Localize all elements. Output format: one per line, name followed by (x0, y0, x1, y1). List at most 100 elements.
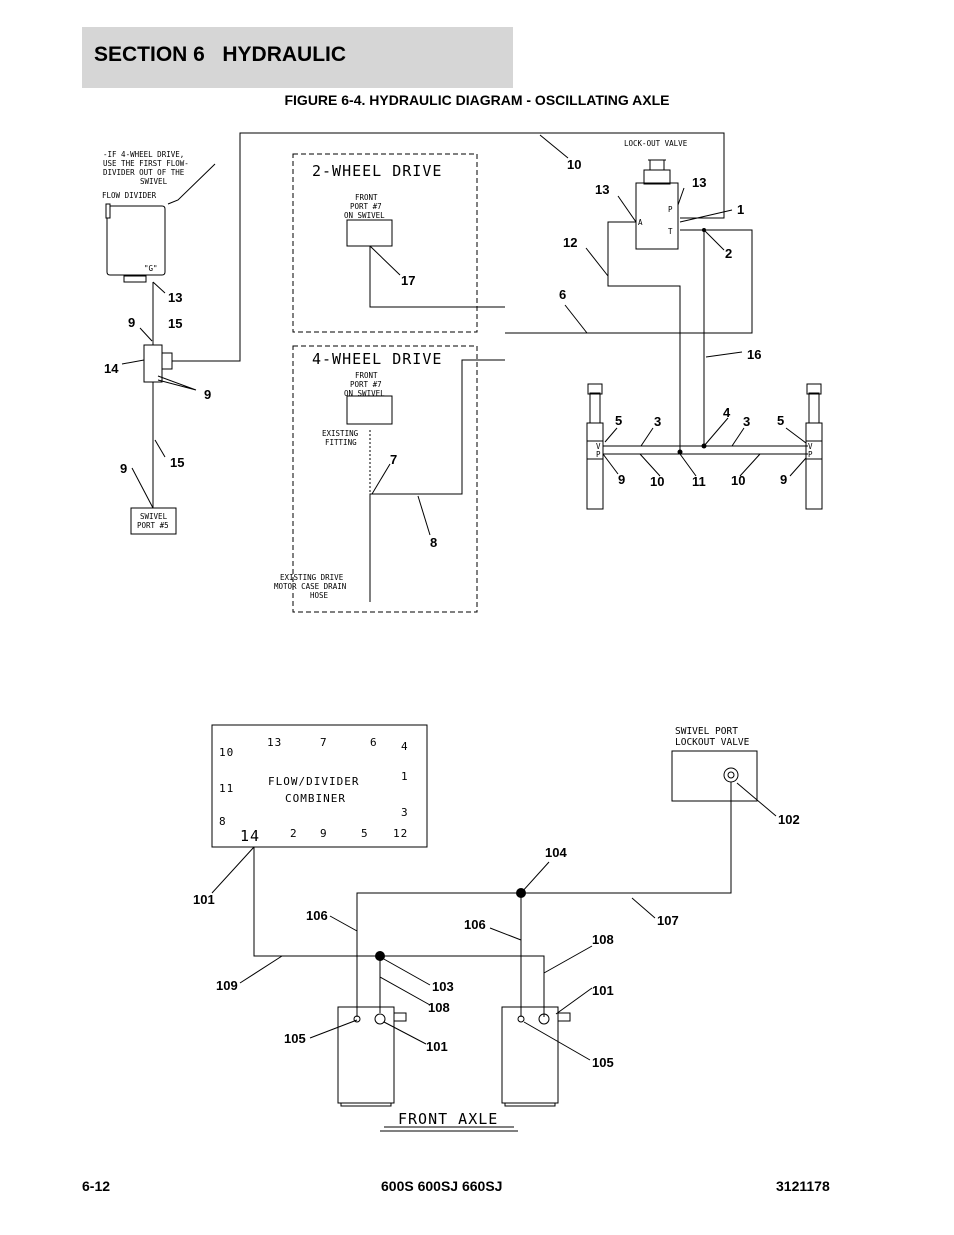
four-wheel-title: 4-WHEEL DRIVE (312, 350, 442, 368)
callout: 3 (743, 414, 750, 429)
combiner-port: 7 (320, 736, 328, 749)
callout: 5 (777, 413, 784, 428)
valve-port-a: A (638, 218, 643, 227)
hose-12 (607, 221, 681, 452)
flow-divider-tab (105, 203, 111, 219)
callout: 15 (170, 455, 184, 470)
callout: 17 (401, 273, 415, 288)
callout: 10 (731, 473, 745, 488)
hose-6 (505, 229, 753, 334)
two-wheel-box (292, 153, 478, 333)
combiner-title-1: FLOW/DIVIDER (268, 775, 359, 788)
note-leader (167, 163, 216, 205)
callout: 5 (615, 413, 622, 428)
callout: 109 (216, 978, 238, 993)
callout: 6 (559, 287, 566, 302)
lockout-valve-cap (643, 169, 671, 185)
drain-line-1: EXISTING DRIVE (280, 573, 344, 582)
hose-17 (369, 246, 505, 308)
four-wheel-port-3: ON SWIVEL (344, 389, 385, 398)
swivel-port-5-line-1: SWIVEL (140, 512, 168, 521)
four-wheel-box (292, 345, 478, 613)
left-cyl-port-v: V (596, 442, 601, 451)
page-number: 6-12 (82, 1178, 111, 1194)
swivel-lockout-line-2: LOCKOUT VALVE (675, 737, 750, 748)
lockout-valve-label: LOCK-OUT VALVE (624, 139, 688, 148)
callout: 9 (780, 472, 787, 487)
figure-caption: HYDRAULIC DIAGRAM - OSCILLATING AXLE (369, 92, 670, 108)
callout: 9 (618, 472, 625, 487)
hose-106-left (356, 892, 521, 1017)
flow-divider-label: FLOW DIVIDER (102, 191, 157, 200)
callout: 8 (430, 535, 437, 550)
section-title: SECTION 6 HYDRAULIC (94, 43, 347, 66)
callout: 1 (737, 202, 744, 217)
valve-port-p: P (668, 205, 673, 214)
combiner-port: 6 (370, 736, 378, 749)
swivel-port-5-box (130, 507, 177, 535)
combiner-title-2: COMBINER (285, 792, 346, 805)
callout: 12 (563, 235, 577, 250)
combiner-port: 8 (219, 815, 227, 828)
tee-branch (161, 352, 173, 370)
callout: 9 (128, 315, 135, 330)
callout: 13 (692, 175, 706, 190)
callout: 104 (545, 845, 567, 860)
g-port-label: "G" (144, 264, 158, 273)
lockout-valve-body (635, 182, 679, 250)
callout: 108 (592, 932, 614, 947)
callout: 102 (778, 812, 800, 827)
hose-8 (369, 359, 505, 602)
section-header: SECTION 6 HYDRAULIC (82, 27, 513, 88)
hose-10 (172, 132, 725, 362)
swivel-lockout-box (671, 750, 758, 802)
combiner-port: 12 (393, 827, 408, 840)
callout: 2 (725, 246, 732, 261)
callout: 10 (567, 157, 581, 172)
callout: 101 (426, 1039, 448, 1054)
callout: 105 (284, 1031, 306, 1046)
callout: 105 (592, 1055, 614, 1070)
model-list: 600S 600SJ 660SJ (381, 1178, 503, 1194)
note-line-1: -IF 4-WHEEL DRIVE, (103, 150, 184, 159)
callout: 7 (390, 452, 397, 467)
combiner-port: 1 (401, 770, 409, 783)
note-line-2: USE THE FIRST FLOW- (103, 159, 189, 168)
fitting-line-2: FITTING (325, 438, 357, 447)
valve-port-t: T (668, 227, 673, 236)
callout: 9 (204, 387, 211, 402)
flow-combiner-block (211, 724, 428, 848)
callout: 10 (650, 474, 664, 489)
combiner-port: 13 (267, 736, 282, 749)
note-line-4: SWIVEL (140, 177, 168, 186)
left-axle-cylinder (337, 1006, 395, 1104)
two-wheel-port-1: FRONT (355, 193, 378, 202)
callout: 106 (306, 908, 328, 923)
callout: 14 (104, 361, 119, 376)
two-wheel-port-box (346, 219, 393, 247)
figure-title: FIGURE 6-4. HYDRAULIC DIAGRAM - OSCILLAT… (0, 92, 954, 108)
right-cylinder (805, 422, 823, 510)
front-axle-label: FRONT AXLE (398, 1110, 498, 1128)
right-cyl-port-p: P (808, 450, 813, 459)
callout: 101 (592, 983, 614, 998)
callout: 16 (747, 347, 761, 362)
lockout-port-outer (723, 767, 739, 783)
swivel-lockout-line-1: SWIVEL PORT (675, 726, 738, 737)
two-wheel-port-2: PORT #7 (350, 202, 382, 211)
combiner-port-14: 14 (240, 827, 260, 845)
right-cyl-port-v: V (808, 442, 813, 451)
callout: 9 (120, 461, 127, 476)
left-cyl-port-p: P (596, 450, 601, 459)
combiner-port: 5 (361, 827, 369, 840)
callout: 11 (692, 474, 706, 489)
combiner-port: 11 (219, 782, 234, 795)
drain-line-3: HOSE (310, 591, 329, 600)
flow-divider-fitting (123, 275, 147, 283)
hose-107 (521, 782, 732, 894)
combiner-port: 3 (401, 806, 409, 819)
callout: 107 (657, 913, 679, 928)
fitting-line-1: EXISTING (322, 429, 359, 438)
callout: 15 (168, 316, 182, 331)
